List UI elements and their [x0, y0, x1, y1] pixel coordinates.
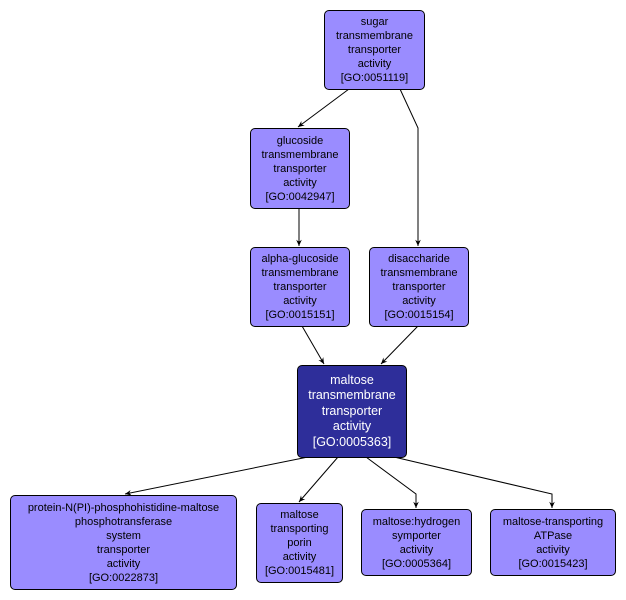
node-label-line: transporter: [321, 403, 383, 418]
node-label-line: transporter: [392, 281, 446, 293]
node-label-line: transporter: [273, 281, 327, 293]
node-label-line: disaccharide: [388, 253, 450, 265]
node-disaccharide-transmembrane-transporter[interactable]: disaccharide transmembrane transporter a…: [369, 247, 469, 327]
node-label-line: transporter: [347, 44, 402, 56]
node-go-id: [GO:0051119]: [340, 72, 409, 84]
node-label-line: transmembrane: [380, 267, 458, 279]
edge-maltose-to-hydrogen: [365, 456, 419, 508]
node-label-line: transmembrane: [308, 388, 396, 403]
node-label-line: activity: [536, 543, 570, 556]
node-label-line: maltose: [280, 509, 319, 521]
edge-maltose-to-porin: [298, 456, 339, 503]
node-label-line: phosphotransferase: [74, 515, 173, 528]
edge-sugar-to-disaccharide: [399, 88, 421, 246]
node-label-line: activity: [399, 543, 434, 556]
node-label-line: activity: [282, 551, 317, 563]
node-label-line: ATPase: [533, 529, 573, 542]
node-label-line: transporting: [270, 523, 329, 535]
node-go-id: [GO:0042947]: [265, 190, 335, 203]
node-label-line: alpha-glucoside: [261, 253, 339, 265]
node-label-line: activity: [283, 176, 317, 189]
node-label-line: transporter: [273, 162, 327, 175]
node-label-line: transmembrane: [261, 267, 339, 279]
node-label-line: glucoside: [276, 134, 324, 147]
node-label-line: activity: [283, 295, 317, 307]
node-maltose-hydrogen-symporter[interactable]: maltose:hydrogen symporter activity [GO:…: [361, 509, 472, 576]
node-maltose-transporting-porin[interactable]: maltose transporting porin activity [GO:…: [256, 503, 343, 583]
node-label-line: maltose-transporting: [502, 515, 604, 528]
edge-disaccharide-to-maltose: [380, 325, 419, 365]
node-go-id: [GO:0015154]: [384, 309, 454, 321]
node-label-line: maltose:hydrogen: [372, 515, 461, 528]
node-label-line: activity: [402, 295, 436, 307]
node-protein-n-pi-phosphohistidine-maltose-pts[interactable]: protein-N(PI)-phosphohistidine-maltose p…: [10, 495, 237, 590]
node-label-line: activity: [332, 419, 372, 434]
node-label-line: protein-N(PI)-phosphohistidine-maltose: [27, 501, 220, 514]
node-go-id: [GO:0015151]: [265, 309, 335, 321]
node-maltose-transmembrane-transporter-focus[interactable]: maltose transmembrane transporter activi…: [297, 365, 407, 458]
edge-maltose-to-protein-n: [124, 456, 309, 496]
node-go-id: [GO:0005364]: [381, 557, 452, 570]
edge-alpha-glucoside-to-maltose: [301, 325, 325, 365]
node-label-line: system: [106, 529, 141, 542]
node-label-line: sugar: [360, 16, 389, 28]
node-label-line: transporter: [96, 543, 151, 556]
node-glucoside-transmembrane-transporter[interactable]: glucoside transmembrane transporter acti…: [250, 128, 350, 209]
node-label-line: activity: [357, 58, 392, 70]
node-label-line: transmembrane: [261, 148, 339, 161]
node-go-id: [GO:0022873]: [88, 571, 159, 584]
node-go-id: [GO:0015481]: [264, 565, 335, 577]
node-label-line: activity: [106, 557, 141, 570]
node-label-line: symporter: [392, 529, 441, 542]
node-maltose-transporting-atpase[interactable]: maltose-transporting ATPase activity [GO…: [490, 509, 616, 576]
node-go-id: [GO:0015423]: [518, 557, 588, 570]
node-alpha-glucoside-transmembrane-transporter[interactable]: alpha-glucoside transmembrane transporte…: [250, 247, 350, 327]
node-go-id: [GO:0005363]: [312, 434, 392, 449]
edge-sugar-to-glucoside: [297, 88, 350, 128]
edge-maltose-to-atpase: [393, 456, 555, 508]
node-label-line: porin: [287, 537, 312, 549]
node-label-line: transmembrane: [335, 30, 414, 42]
node-sugar-transmembrane-transporter[interactable]: sugar transmembrane transporter activity…: [324, 10, 425, 90]
node-label-line: maltose: [330, 372, 374, 387]
